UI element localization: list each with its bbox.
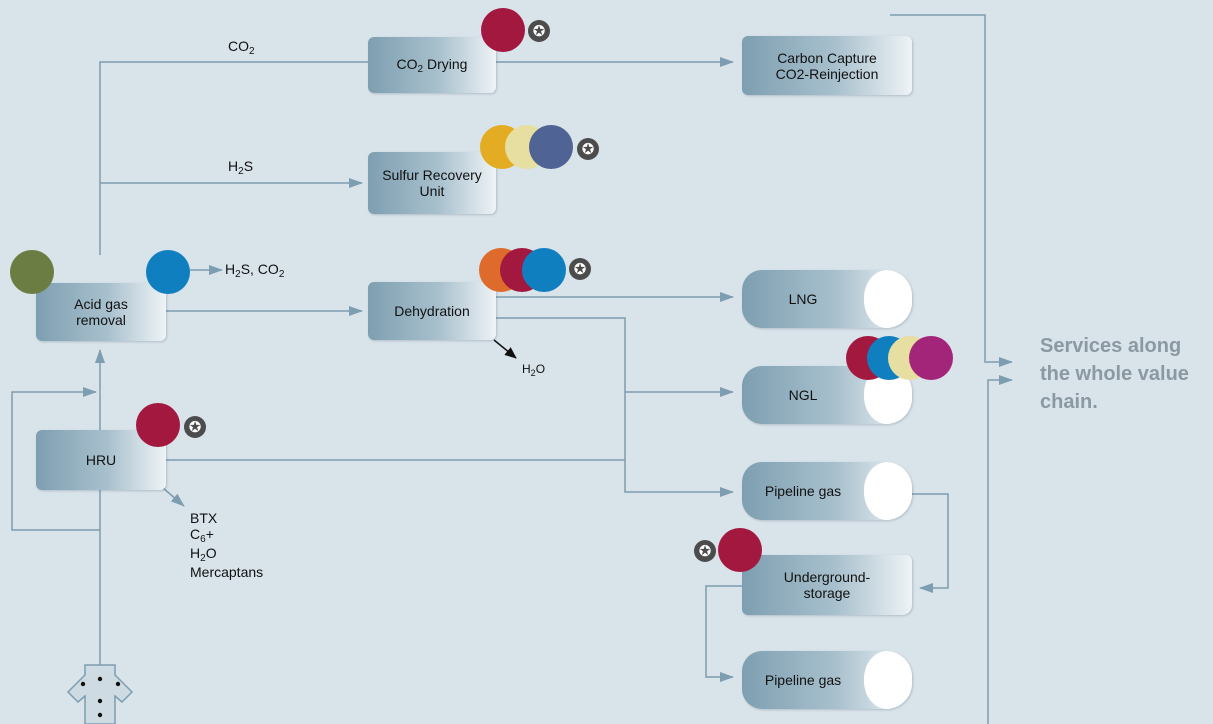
h2o-out-sub: 2: [200, 553, 206, 564]
flow-line-co2: [99, 61, 368, 255]
c6-a: C: [190, 526, 201, 542]
co2-drying-label-b: Drying: [423, 55, 468, 72]
blue-circle-acid-gas: [146, 250, 190, 294]
acid-gas-line-2: removal: [76, 312, 126, 328]
flow-line-hru-outputs: [162, 487, 185, 507]
sulfur-recovery-line-2: Unit: [419, 183, 445, 199]
hru-output-list: BTX C6+ H2O Mercaptans: [190, 510, 263, 580]
star-icon-co2-drying: ✪: [528, 20, 550, 42]
co2-drying-label-sub: 2: [417, 63, 424, 75]
h2s-co2-b: S, CO: [240, 261, 279, 277]
co2-drying-label-a: CO: [396, 55, 418, 72]
hru-output-c6: C6+: [190, 526, 263, 545]
acid-gas-line-1: Acid gas: [74, 296, 128, 312]
lng-terminal: LNG: [742, 270, 912, 328]
ngl-label: NGL: [788, 387, 818, 403]
sulfur-recovery-line-1: Sulfur Recovery: [382, 167, 482, 183]
olive-circle-acid-gas: [10, 250, 54, 294]
services-line-bottom: [987, 375, 1013, 724]
hru-output-mercaptans: Mercaptans: [190, 564, 264, 580]
carbon-capture-line-2: CO2-Reinjection: [775, 65, 879, 82]
lng-cap: [864, 270, 912, 328]
star-icon-sulfur: ✪: [577, 138, 599, 160]
h2o-flow-label: H2O: [522, 362, 546, 378]
flow-line-h2o: [493, 339, 517, 359]
storage-line-2: storage: [803, 585, 851, 601]
blue-circle-dehydration: [522, 248, 566, 292]
services-caption: Services along the whole value chain.: [1040, 335, 1189, 413]
pipeline-gas-label: Pipeline gas: [764, 483, 842, 499]
h2o-flow-a: H: [522, 362, 531, 376]
co2-flow-a: CO: [228, 38, 249, 54]
dehydration-label: Dehydration: [394, 303, 470, 319]
storage-line-1: Underground-: [783, 569, 871, 585]
star-icon-storage: ✪: [694, 540, 716, 562]
c6-b: +: [205, 526, 214, 542]
hru-output-h2o: H2O: [190, 545, 263, 564]
star-icon-hru: ✪: [184, 416, 206, 438]
flow-line-recycle: [11, 387, 100, 531]
pipeline-gas-terminal-2: Pipeline gas: [742, 651, 912, 709]
flow-line-to-ngl-pipeline: [496, 317, 734, 497]
h2s-co2-flow-label: H2S, CO2: [225, 261, 285, 280]
star-icon-dehydration: ✪: [569, 258, 591, 280]
co2-flow-sub: 2: [249, 46, 255, 57]
magenta-circle-ngl: [909, 336, 953, 380]
carbon-capture-line-1: Carbon Capture: [777, 49, 877, 66]
h2o-flow-b: O: [535, 362, 546, 376]
lng-label: LNG: [788, 291, 818, 307]
pipeline-gas-2-label: Pipeline gas: [764, 672, 842, 688]
h2s-flow-label: H2S: [228, 158, 254, 177]
flow-line-to-storage: [912, 493, 949, 593]
pipeline-gas-terminal: Pipeline gas: [742, 462, 912, 520]
crimson-circle-co2-drying: [481, 8, 525, 52]
hru-output-btx: BTX: [190, 510, 218, 526]
underground-storage-unit: Underground- storage: [742, 555, 912, 615]
slate-circle-sulfur: [529, 125, 573, 169]
h2s-flow-b: S: [243, 158, 254, 174]
h2s-co2-a: H: [225, 261, 236, 277]
acid-gas-removal-unit: Acid gas removal: [36, 283, 166, 341]
c6-sub: 6: [200, 534, 206, 545]
h2o-flow-sub: 2: [530, 368, 536, 378]
sulfur-recovery-unit: Sulfur Recovery Unit: [368, 152, 496, 214]
pipeline-gas-2-cap: [864, 651, 912, 709]
flow-line-to-pipeline-2: [705, 585, 743, 682]
crimson-circle-storage: [718, 528, 762, 572]
co2-drying-unit: CO2 Drying: [368, 37, 496, 93]
co2-flow-label: CO2: [228, 38, 255, 57]
crimson-circle-hru: [136, 403, 180, 447]
h2o-out-a: H: [190, 545, 201, 561]
dehydration-unit: Dehydration: [368, 282, 496, 340]
pipeline-gas-cap: [864, 462, 912, 520]
hru-label: HRU: [85, 452, 117, 468]
h2s-co2-sub-2: 2: [278, 269, 285, 280]
carbon-capture-unit: Carbon Capture CO2-Reinjection: [742, 36, 912, 95]
h2o-out-b: O: [205, 545, 217, 561]
services-line-top: [890, 14, 1013, 367]
h2s-flow-a: H: [228, 158, 239, 174]
wellhead-icon: [66, 664, 134, 724]
h2s-co2-sub-1: 2: [235, 269, 241, 280]
h2s-flow-sub: 2: [238, 166, 244, 177]
